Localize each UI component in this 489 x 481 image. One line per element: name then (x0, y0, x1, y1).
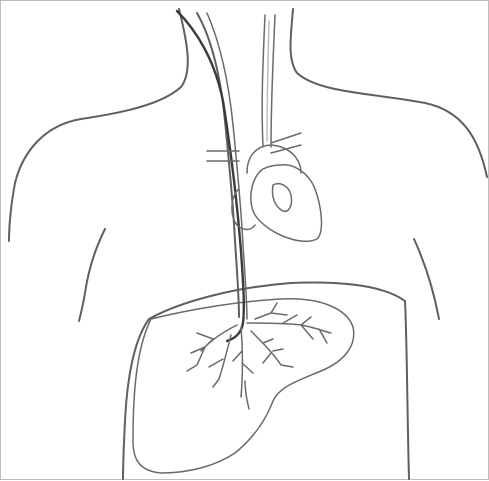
branch-lower-right (251, 331, 293, 367)
right-neck-shoulder-line (291, 9, 488, 177)
trachea-left-wall (262, 15, 265, 147)
branch-main-left (187, 325, 237, 371)
esophagus-inner-wall (207, 13, 247, 319)
heart-and-vessels (207, 133, 321, 241)
trachea-highlight (267, 21, 269, 141)
aortic-arch (247, 145, 301, 173)
left-flank-line (123, 319, 149, 479)
heart-outline (251, 165, 322, 242)
abdomen-outline (123, 283, 409, 479)
right-subclavian-vessel (271, 133, 301, 153)
branch-upper-right (255, 303, 287, 319)
heart-inner-chamber (272, 184, 291, 212)
right-flank-line (405, 301, 409, 479)
trachea-right-wall (271, 15, 275, 147)
left-neck-shoulder-line (9, 9, 188, 241)
trachea (262, 15, 275, 147)
left-subclavian-vessel (207, 151, 239, 161)
common-duct (245, 381, 249, 409)
right-arm-line (414, 239, 439, 319)
left-arm-line (79, 229, 105, 321)
branch-lower-left (209, 335, 231, 387)
esophagus (197, 13, 247, 319)
branching-ducts (187, 303, 331, 409)
